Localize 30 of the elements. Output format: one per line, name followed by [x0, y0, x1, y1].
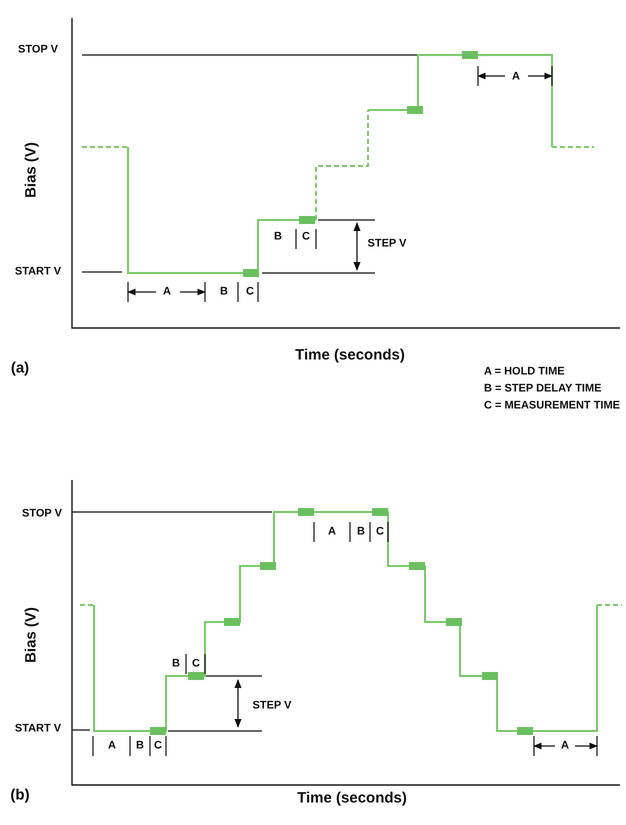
legend-text: A = HOLD TIME: [484, 366, 565, 378]
axis-label: STOP V: [22, 508, 62, 520]
legend-text: C = MEASUREMENT TIME: [484, 400, 620, 412]
dimension-label: C: [192, 658, 200, 670]
axis-title: Bias (V): [24, 607, 38, 663]
axis-label: STOP V: [18, 44, 58, 56]
dimension-label: A: [163, 286, 171, 298]
panel-label: (a): [10, 360, 30, 376]
dimension-label: C: [246, 286, 254, 298]
dimension-label: C: [376, 526, 384, 538]
axis-title: Time (seconds): [295, 348, 405, 362]
dimension-label: B: [357, 526, 365, 538]
dimension-label: B: [274, 232, 282, 242]
dimension-label: A: [108, 740, 116, 752]
dimension-label: B: [220, 286, 228, 298]
legend-text: B = STEP DELAY TIME: [484, 384, 602, 394]
dimension-label: C: [302, 232, 310, 242]
axis-label: START V: [14, 724, 62, 734]
dimension-label: C: [154, 740, 162, 752]
axis-title: Time (seconds): [297, 790, 407, 806]
dimension-label: A: [328, 526, 336, 538]
axis-title: Bias (V): [24, 142, 38, 198]
dimension-label: B: [172, 658, 180, 670]
dimension-label: B: [136, 740, 144, 752]
panel-label: (b): [10, 788, 30, 802]
axis-label: START V: [14, 266, 62, 278]
dimension-label: STEP V: [368, 238, 406, 250]
dimension-label: A: [561, 740, 569, 752]
dimension-label: A: [512, 72, 520, 82]
dimension-label: STEP V: [252, 700, 292, 712]
